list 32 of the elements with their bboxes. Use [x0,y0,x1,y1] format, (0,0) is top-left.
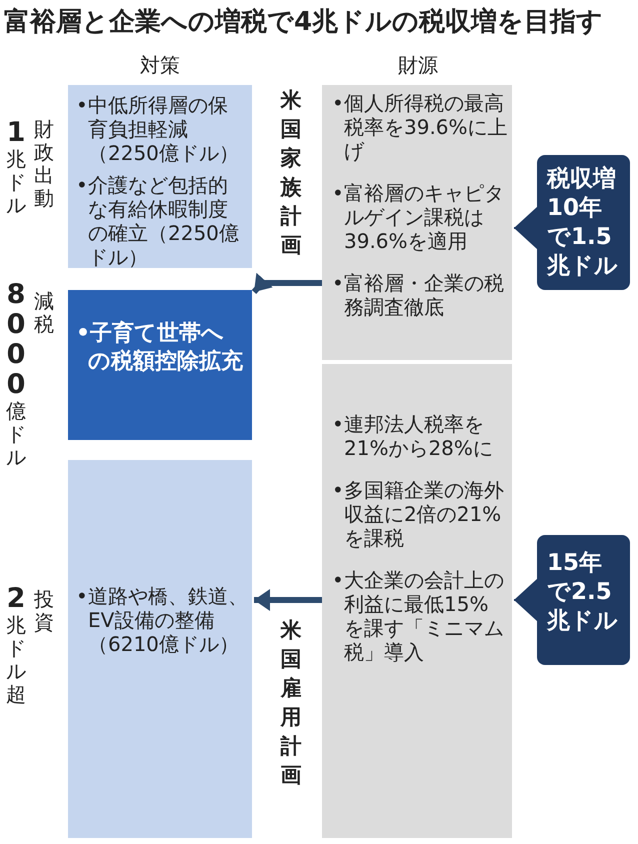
callout-pointer [514,206,538,250]
funding-box [322,364,512,838]
bullet-item: •個人所得税の最高税率を39.6%に上げ [332,91,508,163]
callout-pointer [514,578,538,622]
bullet-item: •富裕層・企業の税務調査徹底 [332,271,505,319]
measure-box [68,290,252,440]
column-header: 対策 [139,52,181,79]
funding-box [322,85,512,360]
category-label: 投資 [33,588,55,634]
measure-box [68,460,252,838]
category-label: 財政出動 [33,118,55,210]
callout-box [537,155,630,290]
callout-box [537,535,630,665]
arrow [252,272,322,294]
amount-label: 8000億ドル [5,280,27,469]
bullet-item: •中低所得層の保育負担軽減（2250億ドル） [76,93,240,165]
bullet-item: •子育て世帯への税額控除拡充 [76,320,244,376]
bullet-item: •多国籍企業の海外収益に2倍の21%を課税 [332,478,505,550]
callout-text: 税収増10年で1.5兆ドル [547,165,619,281]
bullet-item: •富裕層のキャピタルゲイン課税は39.6%を適用 [332,181,505,253]
title: 富裕層と企業への増税で4兆ドルの税収増を目指す [4,6,604,39]
category-label: 減税 [33,290,55,336]
bullet-item: •大企業の会計上の利益に最低15%を課す「ミニマム税」導入 [332,568,505,664]
callout-text: 15年で2.5兆ドル [547,549,619,636]
bullet-item: •介護など包括的な有給休暇制度の確立（2250億ドル） [76,173,240,269]
bullet-item: •連邦法人税率を21%から28%に [332,412,494,460]
measure-box [68,85,252,268]
amount-label: 1兆ドル [5,118,27,217]
arrow [254,589,322,611]
column-header: 財源 [397,52,439,79]
bullet-item: •道路や橋、鉄道、EV設備の整備（6210億ドル） [76,584,248,656]
amount-label: 2兆ドル超 [5,584,27,706]
